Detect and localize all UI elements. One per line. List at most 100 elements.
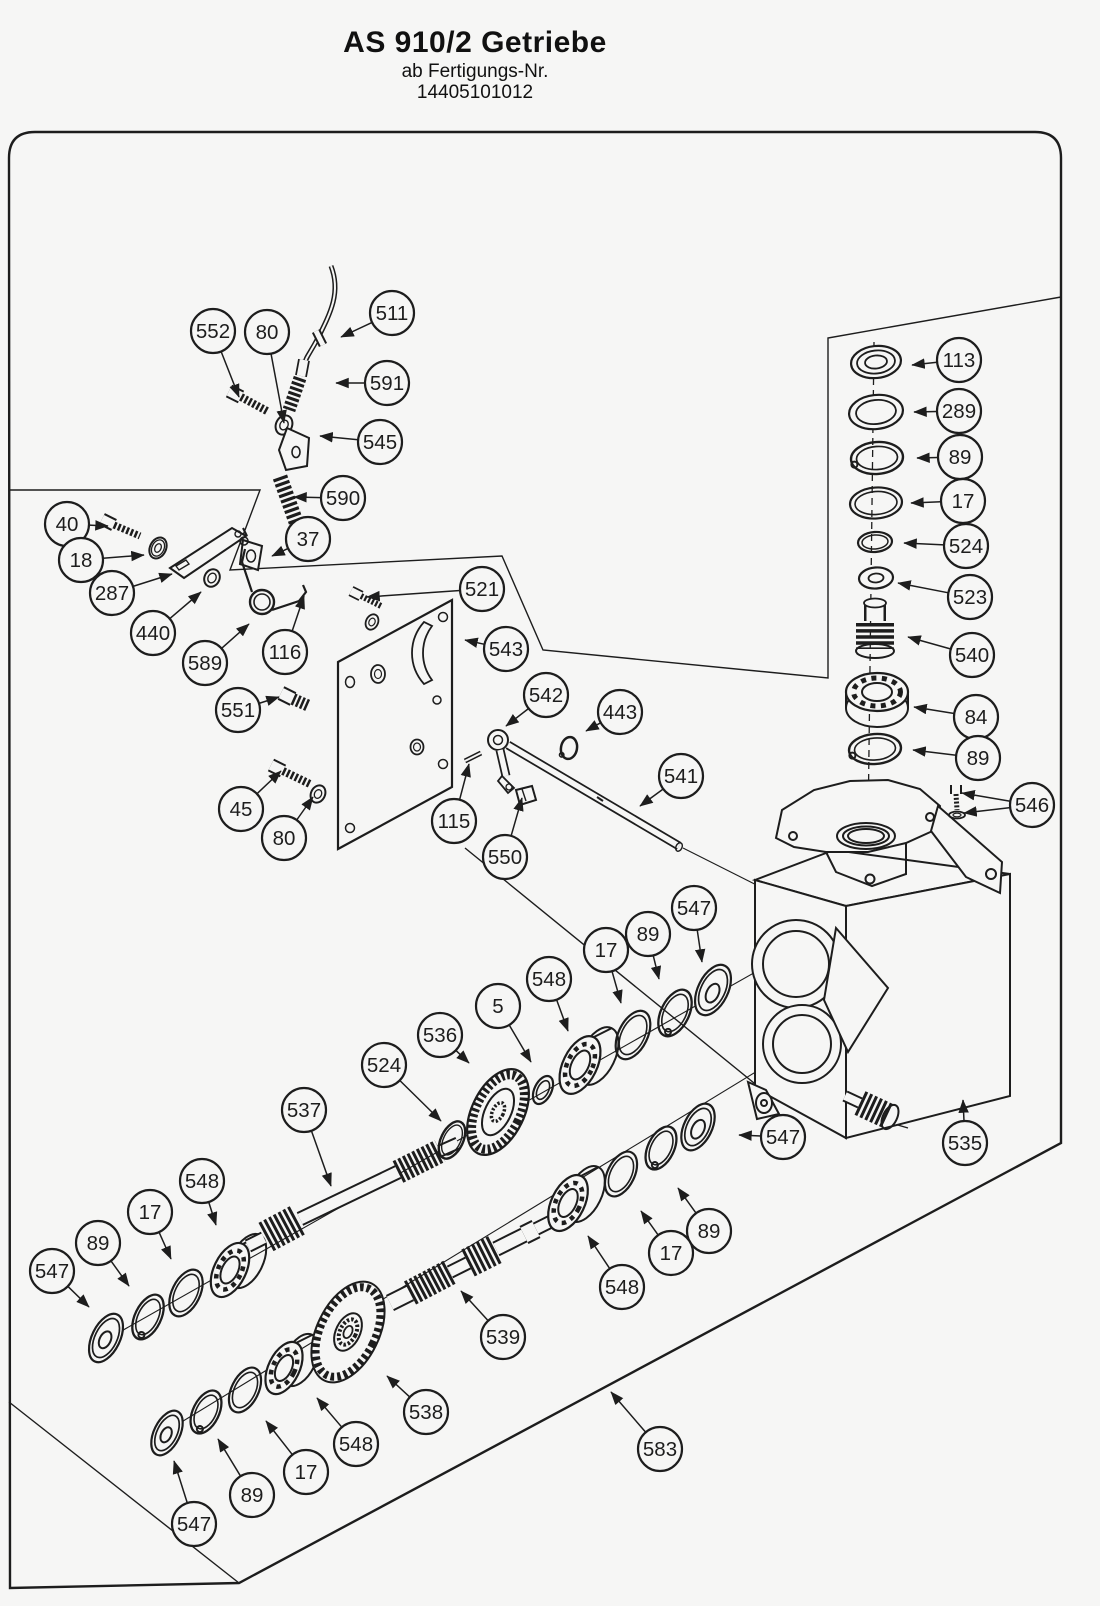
callout-circle xyxy=(474,982,522,1030)
callout-circle xyxy=(482,625,530,673)
callout-circle xyxy=(228,1471,276,1519)
pin-115-drawing xyxy=(463,750,483,764)
cable-511-drawing xyxy=(302,265,338,364)
callout-circle xyxy=(363,359,411,407)
leader-line xyxy=(510,797,524,837)
washer-18-drawing xyxy=(148,536,168,560)
ring-17d-drawing xyxy=(168,1268,204,1318)
seal-547a-drawing xyxy=(693,963,733,1017)
clevis-37-drawing xyxy=(238,527,264,572)
callout-40-6: 40 xyxy=(43,500,109,548)
callout-number: 538 xyxy=(409,1401,443,1424)
leader-line xyxy=(961,789,1011,803)
callout-number: 552 xyxy=(196,320,230,343)
ring-17-drawing xyxy=(848,486,904,520)
bearing-548d-drawing xyxy=(264,1332,320,1396)
callout-17-44: 17 xyxy=(640,1210,695,1277)
callout-number: 511 xyxy=(376,302,409,325)
leader-line xyxy=(455,1049,470,1064)
callout-number: 440 xyxy=(136,622,170,645)
callout-circle xyxy=(260,814,308,862)
output-shaft-539-drawing xyxy=(385,1214,556,1312)
callout-589-10: 589 xyxy=(181,623,250,687)
callout-443-21: 443 xyxy=(585,688,644,736)
callout-number: 583 xyxy=(643,1438,677,1461)
callout-547-34: 547 xyxy=(670,884,718,963)
callout-number: 548 xyxy=(532,968,566,991)
callout-circle xyxy=(657,752,705,800)
callout-547-42: 547 xyxy=(738,1113,807,1161)
leader-line xyxy=(910,497,942,508)
leader-line xyxy=(508,1024,532,1063)
bearing-548c-drawing xyxy=(209,1233,268,1299)
bolt-552-drawing xyxy=(225,384,269,415)
callout-number: 521 xyxy=(465,578,499,601)
callout-89-55: 89 xyxy=(217,1438,276,1519)
leader-line xyxy=(611,970,623,1004)
callout-80-17: 80 xyxy=(260,796,314,862)
leader-line xyxy=(963,806,1011,817)
leader-line xyxy=(220,351,240,398)
leader-line xyxy=(217,1438,242,1477)
callout-circle xyxy=(402,1388,450,1436)
callout-circle xyxy=(189,307,237,355)
callout-circle xyxy=(261,628,309,676)
callout-number: 547 xyxy=(766,1126,800,1149)
callout-number: 545 xyxy=(363,431,397,454)
callout-number: 17 xyxy=(660,1242,683,1265)
callout-number: 548 xyxy=(185,1170,219,1193)
leader-line xyxy=(132,572,173,588)
callout-45-16: 45 xyxy=(217,770,282,833)
snapring-89d-drawing xyxy=(644,1125,678,1171)
callout-circle xyxy=(214,686,262,734)
callout-number: 89 xyxy=(637,923,660,946)
axis-input-shaft xyxy=(94,965,767,1347)
adjuster-591-drawing xyxy=(282,358,310,413)
callout-circle xyxy=(935,336,983,384)
callout-circle xyxy=(243,308,291,356)
leader-line xyxy=(271,545,289,557)
page-frame xyxy=(7,130,1063,1590)
bevel-gear-536-drawing xyxy=(466,1068,530,1156)
leader-line xyxy=(650,955,662,980)
callout-number: 89 xyxy=(241,1484,264,1507)
title-block: AS 910/2 Getriebe ab Fertigungs-Nr. 1440… xyxy=(0,26,950,104)
callout-circle xyxy=(941,1119,989,1167)
snapring-89f-drawing xyxy=(189,1389,223,1435)
callout-number: 89 xyxy=(698,1220,721,1243)
leader-line xyxy=(958,1099,969,1122)
callout-circle xyxy=(280,1086,328,1134)
callout-circle xyxy=(479,1313,527,1361)
callout-539-50: 539 xyxy=(460,1290,527,1361)
leader-line xyxy=(258,695,280,706)
callout-17-47: 17 xyxy=(126,1188,174,1260)
callout-number: 113 xyxy=(943,349,976,372)
callout-circle xyxy=(759,1113,807,1161)
leader-line xyxy=(265,1420,293,1456)
cover-plate-543-drawing xyxy=(336,598,454,851)
leader-line xyxy=(310,1130,332,1187)
callout-circle xyxy=(946,573,994,621)
input-shaft-537-drawing xyxy=(244,1137,461,1253)
callout-number: 551 xyxy=(221,699,255,722)
callout-number: 289 xyxy=(942,400,976,423)
leader-line xyxy=(319,432,359,443)
callout-number: 591 xyxy=(370,372,404,395)
leader-line xyxy=(110,1260,130,1287)
callout-number: 548 xyxy=(339,1433,373,1456)
callout-number: 287 xyxy=(95,582,129,605)
leader-line xyxy=(340,321,373,338)
callout-circle xyxy=(88,569,136,617)
ring-17e-drawing xyxy=(227,1366,263,1414)
leader-line xyxy=(738,1130,762,1141)
callout-circle xyxy=(939,477,987,525)
leader-line xyxy=(291,595,305,632)
callout-289-24: 289 xyxy=(913,387,983,435)
callout-548-45: 548 xyxy=(587,1235,646,1311)
callout-circle xyxy=(935,387,983,435)
seal-547c-drawing xyxy=(87,1312,125,1364)
plug-551-drawing xyxy=(277,686,312,712)
callout-number: 541 xyxy=(664,765,698,788)
callout-circle xyxy=(458,565,506,613)
